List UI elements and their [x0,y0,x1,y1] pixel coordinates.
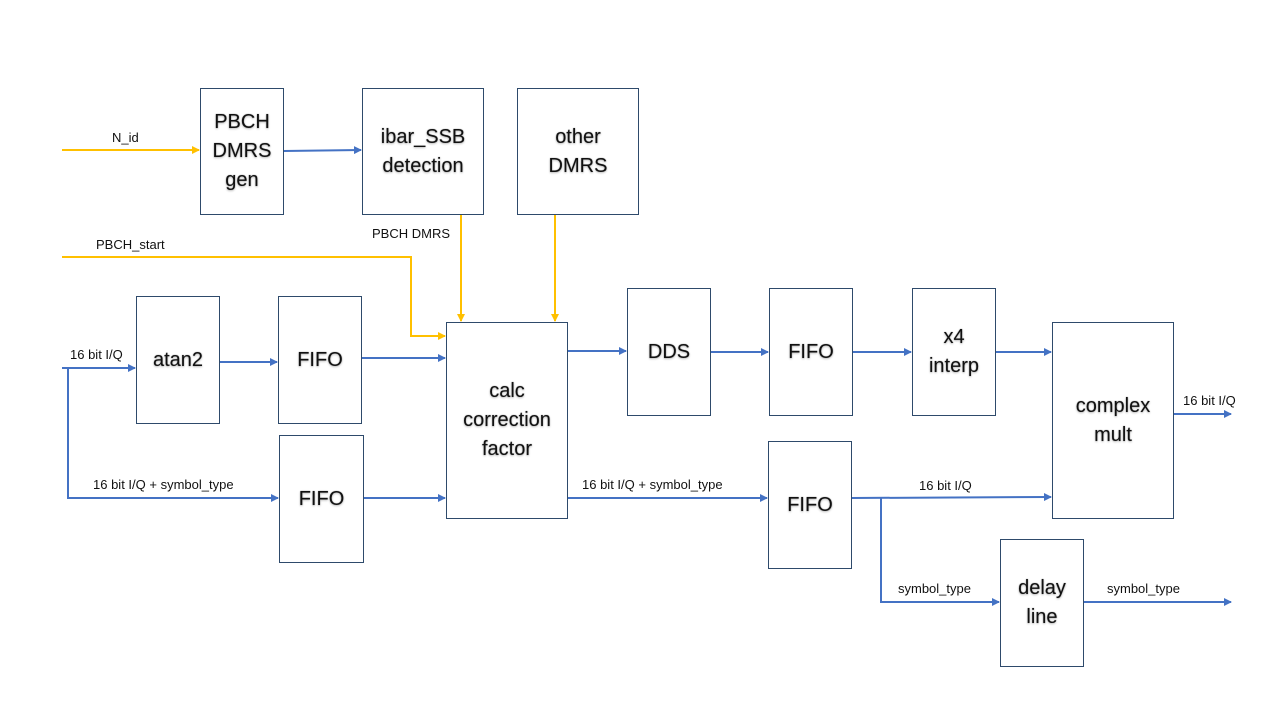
other-dmrs-block: other DMRS [517,88,639,215]
calc-correction-factor-block: calc correction factor [446,322,568,519]
dds-block: DDS [627,288,711,416]
connector-iq-branch-to-fifo-2 [67,368,279,502]
atan2-block: atan2 [136,296,220,424]
fifo-block-1: FIFO [278,296,362,424]
label-pbch-dmrs: PBCH DMRS [372,226,451,241]
connector-pbch-start-to-calc [62,256,446,340]
label-iq-mid: 16 bit I/Q [919,478,972,493]
label-symbol-type-in: symbol_type [898,581,971,596]
pbch-dmrs-gen-block: PBCH DMRS gen [200,88,284,215]
label-symbol-type-out: symbol_type [1107,581,1180,596]
label-iq-symbol-type-mid: 16 bit I/Q + symbol_type [582,477,723,492]
delay-line-block: delay line [1000,539,1084,667]
label-n-id: N_id [112,130,139,145]
label-pbch-start: PBCH_start [96,237,165,252]
ibar-ssb-detection-block: ibar_SSB detection [362,88,484,215]
complex-mult-block: complex mult [1052,322,1174,519]
label-iq-symbol-type-in: 16 bit I/Q + symbol_type [93,477,234,492]
connector-fifo-4-to-delay-line [880,498,1000,606]
fifo-block-2: FIFO [279,435,364,563]
fifo-block-4: FIFO [768,441,852,569]
connector-fifo-4-to-complex-mult [851,493,1052,502]
label-iq-out: 16 bit I/Q [1183,393,1236,408]
label-iq-in: 16 bit I/Q [70,347,123,362]
x4-interp-block: x4 interp [912,288,996,416]
fifo-block-3: FIFO [769,288,853,416]
connector-pbch-gen-to-ibar [283,146,362,155]
